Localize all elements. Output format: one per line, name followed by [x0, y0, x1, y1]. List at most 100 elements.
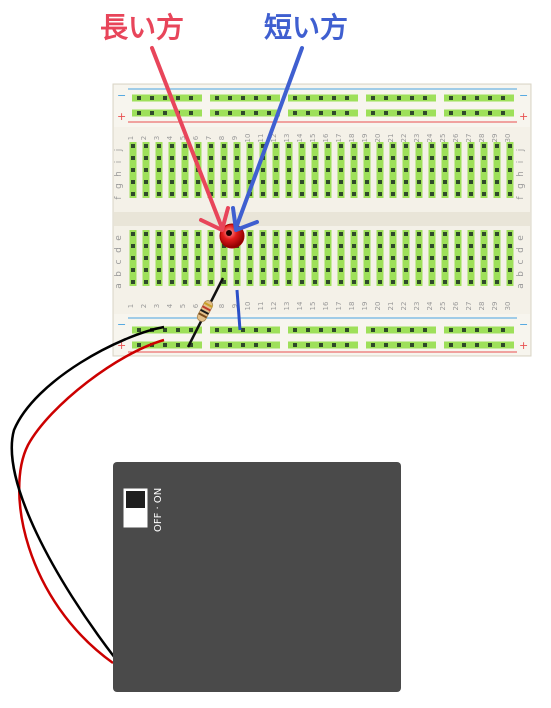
hole: [176, 96, 180, 100]
hole: [222, 180, 226, 184]
hole: [209, 232, 213, 236]
column-number-top: 5: [179, 136, 187, 140]
column-number-top: 3: [153, 136, 161, 140]
hole: [482, 256, 486, 260]
hole: [313, 280, 317, 284]
hole: [144, 256, 148, 260]
hole: [300, 192, 304, 196]
hole: [183, 180, 187, 184]
row-letter: c: [114, 259, 124, 264]
hole: [131, 280, 135, 284]
led-highlight: [226, 230, 232, 236]
hole: [222, 168, 226, 172]
column-number-bottom: 12: [270, 302, 278, 311]
hole: [235, 256, 239, 260]
hole: [443, 144, 447, 148]
hole: [189, 328, 193, 332]
hole: [287, 268, 291, 272]
hole: [183, 268, 187, 272]
row-letter: i: [516, 161, 526, 164]
column-number-top: 21: [387, 134, 395, 143]
hole: [326, 268, 330, 272]
hole: [183, 168, 187, 172]
hole: [293, 96, 297, 100]
hole: [456, 156, 460, 160]
hole: [319, 96, 323, 100]
hole: [137, 343, 141, 347]
power-switch-knob[interactable]: [126, 491, 145, 508]
hole: [261, 168, 265, 172]
hole: [209, 256, 213, 260]
hole: [391, 280, 395, 284]
hole: [508, 168, 512, 172]
hole: [508, 192, 512, 196]
resistor: [196, 300, 214, 322]
hole: [371, 328, 375, 332]
hole: [326, 192, 330, 196]
long-leg-arrow-shaft: [150, 46, 224, 230]
row-letter: h: [516, 171, 526, 177]
column-number-bottom: 13: [283, 302, 291, 311]
column-number-top: 25: [439, 134, 447, 143]
hole: [144, 192, 148, 196]
column-number-bottom: 9: [231, 304, 239, 308]
hole: [384, 111, 388, 115]
hole: [300, 180, 304, 184]
hole: [371, 111, 375, 115]
hole: [384, 96, 388, 100]
hole: [326, 232, 330, 236]
hole: [215, 96, 219, 100]
column-number-bottom: 27: [465, 302, 473, 311]
hole: [170, 268, 174, 272]
column-number-bottom: 5: [179, 304, 187, 308]
hole: [365, 232, 369, 236]
hole: [287, 144, 291, 148]
hole: [319, 343, 323, 347]
hole: [332, 111, 336, 115]
hole: [209, 280, 213, 284]
hole: [495, 192, 499, 196]
hole: [319, 328, 323, 332]
column-number-top: 10: [244, 134, 252, 143]
hole: [267, 96, 271, 100]
row-letter: g: [516, 183, 526, 189]
hole: [495, 232, 499, 236]
column-number-top: 7: [205, 136, 213, 140]
hole: [131, 144, 135, 148]
row-letter: i: [114, 161, 124, 164]
hole: [501, 328, 505, 332]
hole: [293, 328, 297, 332]
hole: [261, 256, 265, 260]
hole: [404, 192, 408, 196]
hole: [378, 156, 382, 160]
column-number-top: 20: [374, 134, 382, 143]
column-number-bottom: 6: [192, 303, 200, 308]
hole: [456, 256, 460, 260]
hole: [287, 192, 291, 196]
row-letter: e: [114, 235, 124, 241]
column-number-bottom: 25: [439, 302, 447, 311]
column-number-top: 8: [218, 136, 226, 140]
hole: [144, 244, 148, 248]
hole: [430, 144, 434, 148]
hole: [469, 256, 473, 260]
row-letter: a: [516, 283, 526, 289]
hole: [326, 144, 330, 148]
short-leg-arrow: [231, 46, 304, 232]
hole: [196, 232, 200, 236]
column-number-top: 15: [309, 134, 317, 143]
hole: [274, 244, 278, 248]
hole: [170, 156, 174, 160]
hole: [157, 192, 161, 196]
hole: [495, 244, 499, 248]
hole: [196, 268, 200, 272]
top-rail-plus-sign: +: [117, 110, 126, 123]
hole: [163, 343, 167, 347]
hole: [196, 244, 200, 248]
row-letter: f: [516, 196, 526, 200]
hole: [404, 156, 408, 160]
hole: [443, 244, 447, 248]
hole: [482, 180, 486, 184]
hole: [293, 111, 297, 115]
hole: [157, 280, 161, 284]
